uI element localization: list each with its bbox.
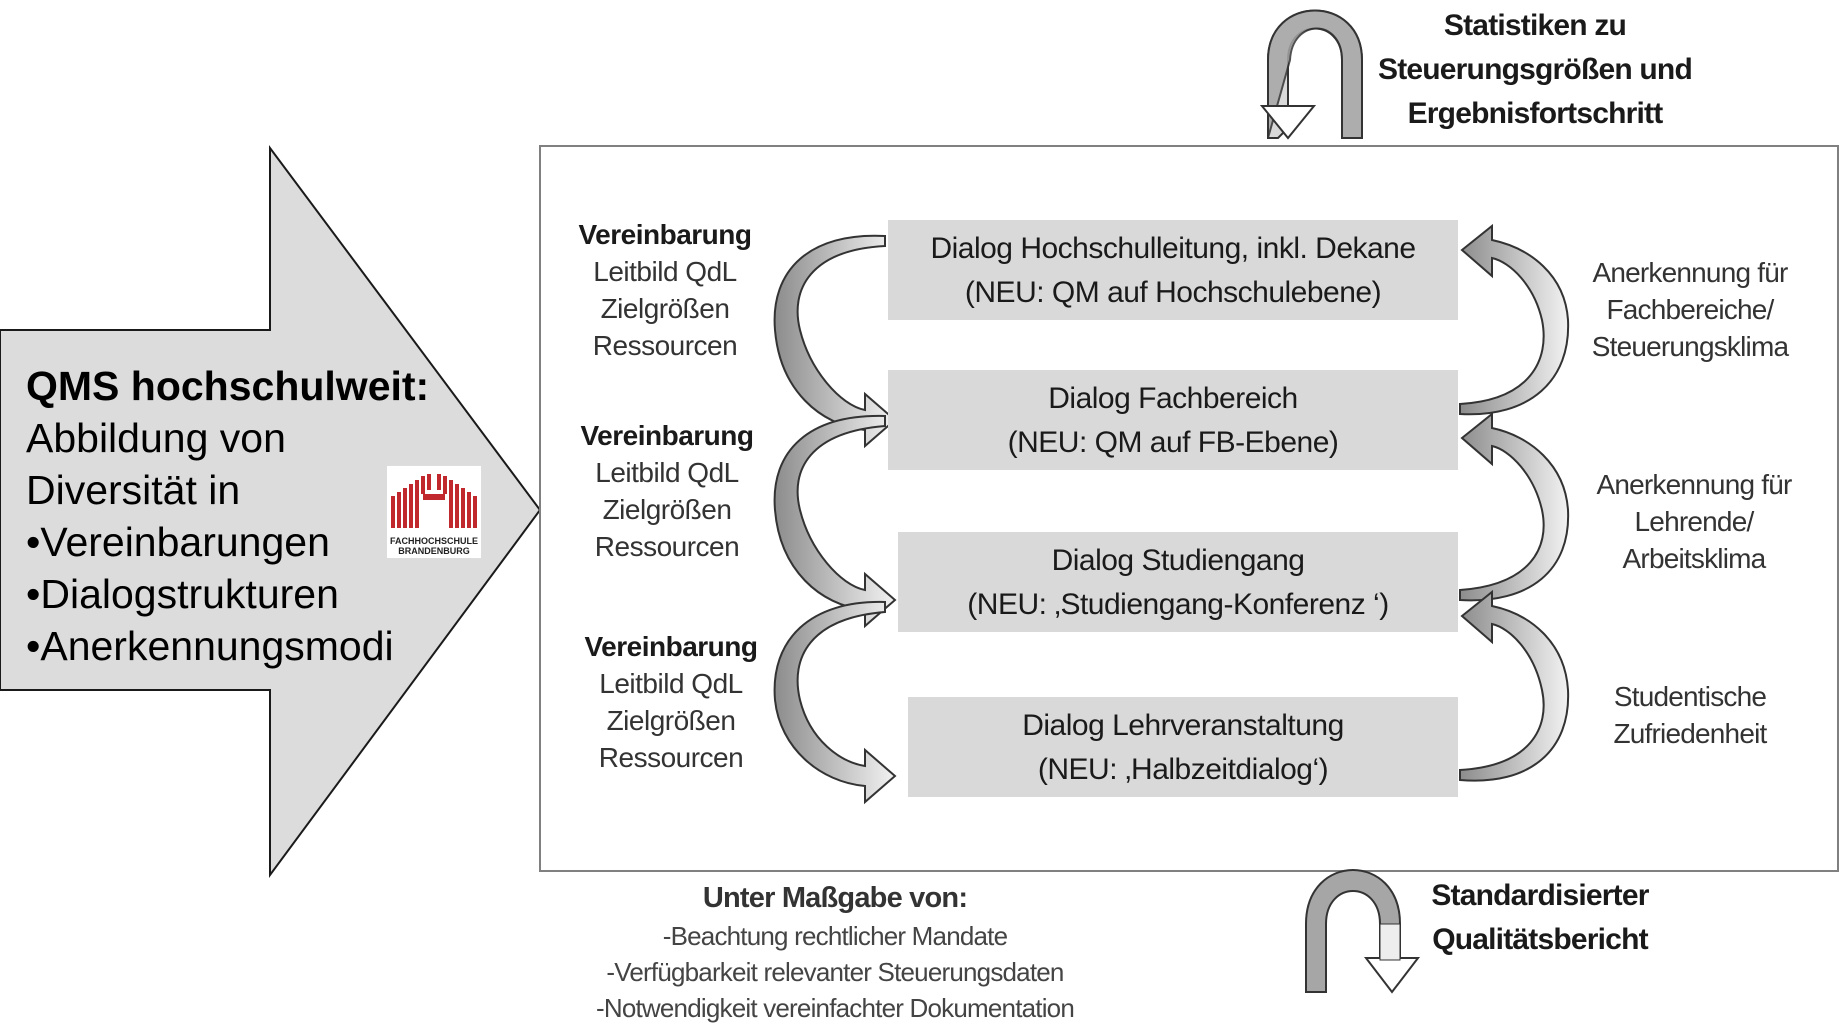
logo-line-2: BRANDENBURG bbox=[398, 546, 470, 556]
agreement-line: Leitbild QdL bbox=[599, 668, 743, 699]
dialog-sub: (NEU: QM auf FB-Ebene) bbox=[1007, 426, 1339, 459]
qms-text-block: QMS hochschulweit: Abbildung von Diversi… bbox=[26, 360, 429, 672]
agreement-line: Leitbild QdL bbox=[595, 457, 739, 488]
top-label: Statistiken zu Steuerungsgrößen und Erge… bbox=[1370, 4, 1700, 136]
agreement-block-3: Vereinbarung Leitbild QdL Zielgrößen Res… bbox=[571, 628, 771, 776]
conditions-item: -Notwendigkeit vereinfachter Dokumentati… bbox=[596, 993, 1075, 1023]
top-curved-arrow bbox=[1259, 9, 1363, 140]
qms-line: Abbildung von bbox=[26, 415, 286, 461]
agreement-line: Zielgrößen bbox=[606, 705, 736, 736]
qms-line: Diversität in bbox=[26, 467, 241, 513]
conditions-heading: Unter Maßgabe von: bbox=[702, 882, 968, 914]
top-label-line: Steuerungsgrößen und bbox=[1377, 53, 1693, 86]
agreement-line: Ressourcen bbox=[598, 742, 744, 773]
bottom-label-line: Qualitätsbericht bbox=[1432, 923, 1648, 956]
conditions-item: -Beachtung rechtlicher Mandate bbox=[662, 921, 1008, 951]
qms-heading: QMS hochschulweit: bbox=[26, 363, 430, 409]
dialog-title: Dialog Lehrveranstaltung bbox=[1022, 709, 1344, 742]
recognition-line: Lehrende/ bbox=[1634, 506, 1755, 537]
agreement-line: Ressourcen bbox=[594, 531, 740, 562]
recognition-line: Anerkennung für bbox=[1592, 257, 1788, 288]
qms-line: •Anerkennungsmodi bbox=[26, 623, 394, 669]
agreement-block-1: Vereinbarung Leitbild QdL Zielgrößen Res… bbox=[565, 216, 765, 364]
conditions-block: Unter Maßgabe von: -Beachtung rechtliche… bbox=[555, 878, 1115, 1026]
qms-line: •Vereinbarungen bbox=[26, 519, 330, 565]
right-s-arrows bbox=[1459, 223, 1570, 782]
left-s-arrows bbox=[773, 234, 897, 805]
dialog-box-hochschulleitung: Dialog Hochschulleitung, inkl. Dekane (N… bbox=[888, 220, 1458, 320]
dialog-title: Dialog Studiengang bbox=[1051, 544, 1305, 577]
agreement-block-2: Vereinbarung Leitbild QdL Zielgrößen Res… bbox=[567, 417, 767, 565]
logo-line-1: FACHHOCHSCHULE bbox=[389, 536, 478, 546]
recognition-block-3: Studentische Zufriedenheit bbox=[1580, 678, 1800, 752]
recognition-line: Zufriedenheit bbox=[1613, 718, 1767, 749]
fh-brandenburg-logo: FACHHOCHSCHULE BRANDENBURG bbox=[386, 465, 482, 559]
recognition-line: Fachbereiche/ bbox=[1606, 294, 1774, 325]
bottom-label: Standardisierter Qualitätsbericht bbox=[1410, 874, 1670, 962]
dialog-title: Dialog Hochschulleitung, inkl. Dekane bbox=[930, 232, 1416, 265]
bottom-label-line: Standardisierter bbox=[1431, 879, 1649, 912]
agreement-title: Vereinbarung bbox=[584, 631, 758, 662]
recognition-line: Arbeitsklima bbox=[1622, 543, 1767, 574]
dialog-sub: (NEU: QM auf Hochschulebene) bbox=[964, 276, 1382, 309]
agreement-line: Ressourcen bbox=[592, 330, 738, 361]
dialog-box-lehrveranstaltung: Dialog Lehrveranstaltung (NEU: ‚Halbzeit… bbox=[908, 697, 1458, 797]
dialog-box-fachbereich: Dialog Fachbereich (NEU: QM auf FB-Ebene… bbox=[888, 370, 1458, 470]
agreement-title: Vereinbarung bbox=[580, 420, 754, 451]
agreement-title: Vereinbarung bbox=[578, 219, 752, 250]
dialog-box-studiengang: Dialog Studiengang (NEU: ‚Studiengang-Ko… bbox=[898, 532, 1458, 632]
top-label-line: Ergebnisfortschritt bbox=[1407, 97, 1664, 130]
recognition-block-1: Anerkennung für Fachbereiche/ Steuerungs… bbox=[1580, 254, 1800, 365]
recognition-line: Studentische bbox=[1613, 681, 1767, 712]
dialog-sub: (NEU: ‚Studiengang-Konferenz ‘) bbox=[967, 588, 1389, 621]
agreement-line: Zielgrößen bbox=[602, 494, 732, 525]
recognition-line: Anerkennung für bbox=[1596, 469, 1792, 500]
agreement-line: Zielgrößen bbox=[600, 293, 730, 324]
conditions-item: -Verfügbarkeit relevanter Steuerungsdate… bbox=[606, 957, 1064, 987]
agreement-line: Leitbild QdL bbox=[593, 256, 737, 287]
top-label-line: Statistiken zu bbox=[1443, 9, 1627, 42]
qms-line: •Dialogstrukturen bbox=[26, 571, 339, 617]
logo-bars-icon bbox=[391, 474, 477, 528]
dialog-sub: (NEU: ‚Halbzeitdialog‘) bbox=[1037, 753, 1329, 786]
dialog-title: Dialog Fachbereich bbox=[1048, 382, 1298, 415]
recognition-line: Steuerungsklima bbox=[1591, 331, 1789, 362]
recognition-block-2: Anerkennung für Lehrende/ Arbeitsklima bbox=[1584, 466, 1804, 577]
bottom-curved-arrow bbox=[1305, 869, 1421, 994]
big-right-arrow-shape bbox=[0, 144, 542, 879]
